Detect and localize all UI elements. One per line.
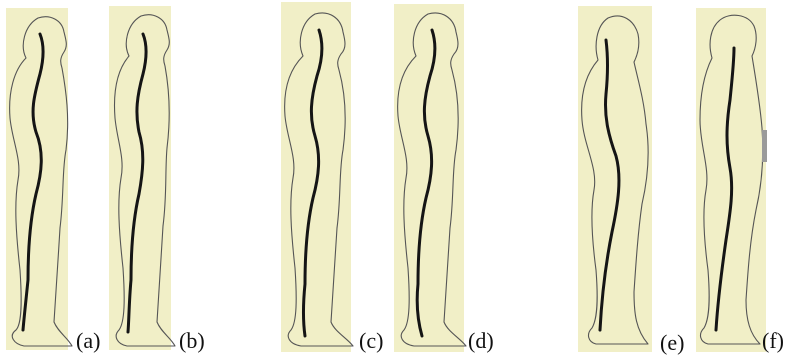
panel-label-d: (d) [468,330,494,352]
panel-b: (b) [105,0,225,358]
panel-e: (e) [572,0,692,358]
body-silhouette-illustration [275,0,395,358]
body-silhouette-illustration [690,0,789,358]
spine-curve [600,40,619,330]
body-silhouette-illustration [0,0,120,358]
panel-label-e: (e) [660,332,684,354]
body-outline [398,13,466,346]
spine-curve [417,30,435,336]
panel-label-a: (a) [76,330,100,352]
panel-f: (f) [690,0,789,358]
body-silhouette-illustration [105,0,225,358]
body-silhouette-illustration [572,0,692,358]
body-silhouette-illustration [388,0,508,358]
panel-c: (c) [275,0,395,358]
panel-d: (d) [388,0,508,358]
body-outline [285,13,353,346]
panel-label-c: (c) [359,330,383,352]
spine-curve [128,34,146,332]
panel-label-f: (f) [762,330,784,352]
spine-curve [304,30,322,336]
panel-a: (a) [0,0,120,358]
spine-curve [23,34,43,330]
spine-curve [716,48,734,330]
body-outline [582,16,648,344]
panel-label-b: (b) [179,330,205,352]
edge-marker [762,130,767,162]
